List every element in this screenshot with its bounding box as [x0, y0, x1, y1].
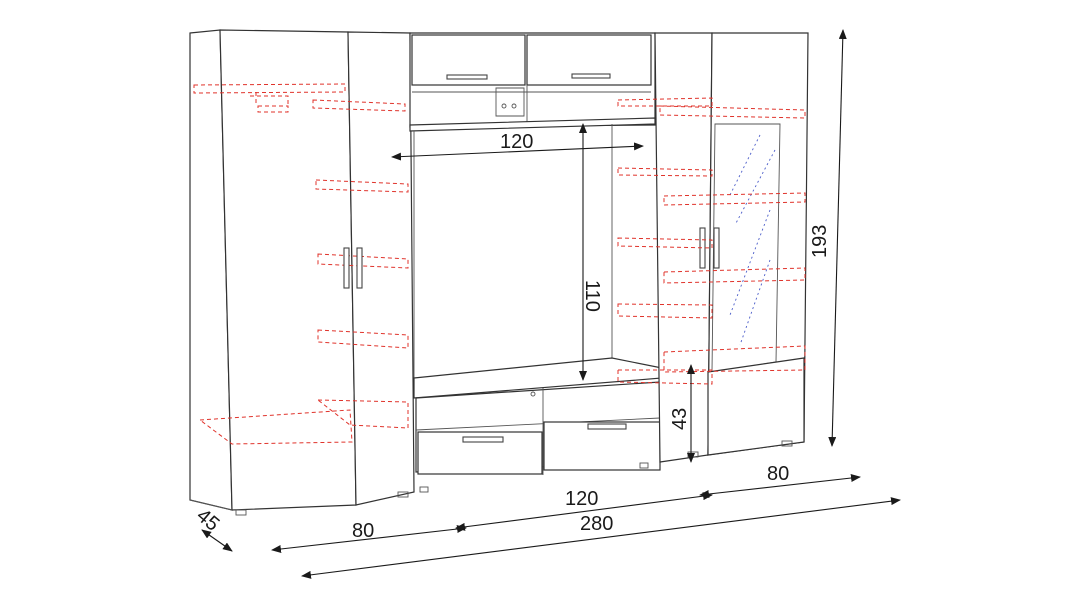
depth-dimension-line: [201, 529, 233, 552]
tv-stand-drawer-right: [543, 421, 661, 471]
right-width-label: 80: [767, 463, 789, 485]
left-wardrobe: [189, 29, 415, 516]
right-section-lower-door: [707, 357, 805, 456]
drawer-handle: [587, 423, 627, 430]
total-height-label: 193: [809, 225, 831, 258]
niche-width-dimension-line: [391, 142, 644, 161]
left-width-label: 80: [352, 520, 374, 542]
top-door-handle: [571, 73, 611, 79]
total-height-dimension-line: [828, 29, 847, 447]
leg: [397, 491, 409, 498]
top-door-handle: [446, 74, 488, 80]
center-section: [409, 32, 663, 493]
drawer-handle: [462, 436, 504, 443]
left-wardrobe-hidden-shelves: [193, 83, 409, 445]
stand-height-label: 43: [669, 408, 691, 430]
niche-height-label: 110: [581, 280, 603, 312]
glass-reflections: [729, 134, 776, 346]
left-wardrobe-handle: [343, 247, 350, 289]
dimension-lines: [201, 29, 901, 579]
top-shelf: [409, 117, 656, 132]
leg: [639, 462, 649, 469]
right-width-dimension-line: [699, 474, 861, 498]
niche-width-label: 120: [500, 131, 533, 153]
total-width-dimension-line: [301, 497, 901, 579]
leg: [419, 486, 429, 493]
leg: [781, 440, 793, 447]
depth-label: 45: [192, 505, 223, 536]
leg: [235, 509, 247, 516]
left-wardrobe-handle: [356, 247, 363, 289]
total-width-label: 280: [580, 513, 613, 535]
right-section: [617, 32, 809, 463]
center-width-label: 120: [565, 488, 598, 510]
right-section-hidden-shelves: [617, 97, 806, 385]
right-section-handle: [713, 227, 720, 269]
